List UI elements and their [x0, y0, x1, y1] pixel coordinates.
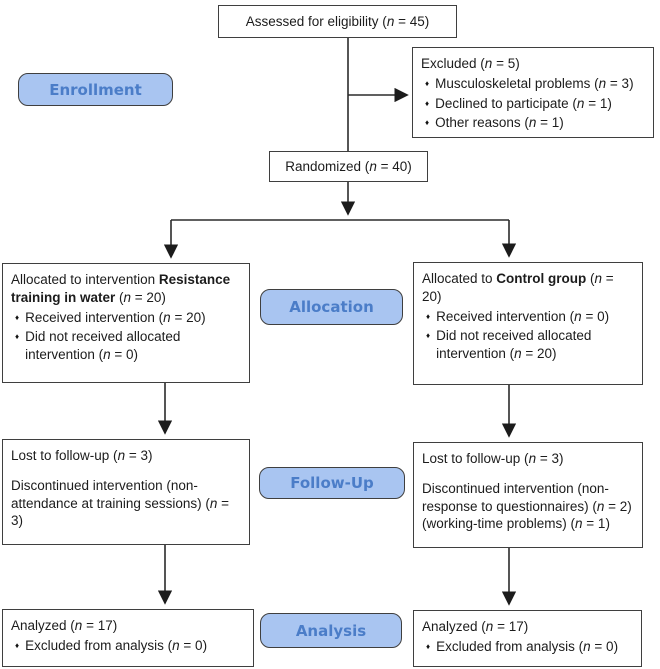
- allocation-intervention-item: ♦ Did not received allocated interventio…: [15, 329, 181, 363]
- analysis-intervention-title: Analyzed (n = 17): [11, 618, 118, 633]
- analysis-control-title: Analyzed (n = 17): [422, 619, 529, 634]
- excluded-title: Excluded (n = 5): [421, 56, 520, 71]
- allocation-control-title: Allocated to Control group (n = 20): [422, 271, 614, 304]
- allocation-intervention-item: ♦ Received intervention (n = 20): [15, 309, 206, 325]
- diamond-bullet-icon: ♦: [425, 118, 430, 128]
- diamond-bullet-icon: ♦: [425, 98, 430, 108]
- stage-label-allocation: Allocation: [260, 289, 403, 325]
- followup-intervention-line2: Discontinued intervention (non-attendanc…: [11, 477, 230, 529]
- excluded-item: ♦ Other reasons (n = 1): [425, 115, 564, 131]
- diamond-bullet-icon: ♦: [15, 312, 20, 322]
- randomized-text: Randomized (n = 40): [285, 158, 412, 174]
- diamond-bullet-icon: ♦: [426, 331, 431, 341]
- allocation-control-item: ♦ Did not received allocated interventio…: [426, 328, 592, 362]
- eligibility-box: Assessed for eligibility (n = 45): [218, 5, 457, 38]
- stage-label-followup-text: Follow-Up: [290, 474, 374, 492]
- eligibility-text: Assessed for eligibility (n = 45): [245, 13, 430, 29]
- diamond-bullet-icon: ♦: [426, 641, 431, 651]
- diamond-bullet-icon: ♦: [426, 311, 431, 321]
- randomized-box: Randomized (n = 40): [269, 151, 428, 182]
- stage-label-analysis-text: Analysis: [295, 621, 367, 640]
- followup-intervention-box: Lost to follow-up (n = 3) Discontinued i…: [2, 439, 250, 545]
- allocation-intervention-box: Allocated to intervention Resistance tra…: [2, 263, 250, 383]
- analysis-intervention-box: Analyzed (n = 17) ♦ Excluded from analys…: [2, 609, 254, 667]
- stage-label-enrollment-text: Enrollment: [49, 80, 142, 99]
- excluded-item: ♦ Declined to participate (n = 1): [425, 95, 612, 111]
- diamond-bullet-icon: ♦: [425, 78, 430, 88]
- stage-label-analysis: Analysis: [260, 613, 402, 648]
- followup-control-line2: Discontinued intervention (non-response …: [422, 480, 632, 532]
- diamond-bullet-icon: ♦: [15, 640, 20, 650]
- excluded-item: ♦ Musculoskeletal problems (n = 3): [425, 75, 634, 91]
- stage-label-followup: Follow-Up: [259, 467, 405, 499]
- stage-label-allocation-text: Allocation: [289, 298, 374, 316]
- analysis-control-box: Analyzed (n = 17) ♦ Excluded from analys…: [413, 610, 642, 667]
- followup-control-box: Lost to follow-up (n = 3) Discontinued i…: [413, 442, 643, 548]
- allocation-control-box: Allocated to Control group (n = 20) ♦ Re…: [413, 262, 643, 385]
- diamond-bullet-icon: ♦: [15, 332, 20, 342]
- followup-intervention-line1: Lost to follow-up (n = 3): [11, 448, 153, 463]
- stage-label-enrollment: Enrollment: [18, 73, 173, 106]
- analysis-intervention-item: ♦ Excluded from analysis (n = 0): [15, 637, 208, 653]
- analysis-control-item: ♦ Excluded from analysis (n = 0): [426, 638, 619, 654]
- followup-control-line1: Lost to follow-up (n = 3): [422, 451, 564, 466]
- allocation-intervention-title: Allocated to intervention Resistance tra…: [11, 272, 231, 305]
- excluded-box: Excluded (n = 5) ♦ Musculoskeletal probl…: [412, 47, 654, 138]
- allocation-control-item: ♦ Received intervention (n = 0): [426, 308, 610, 324]
